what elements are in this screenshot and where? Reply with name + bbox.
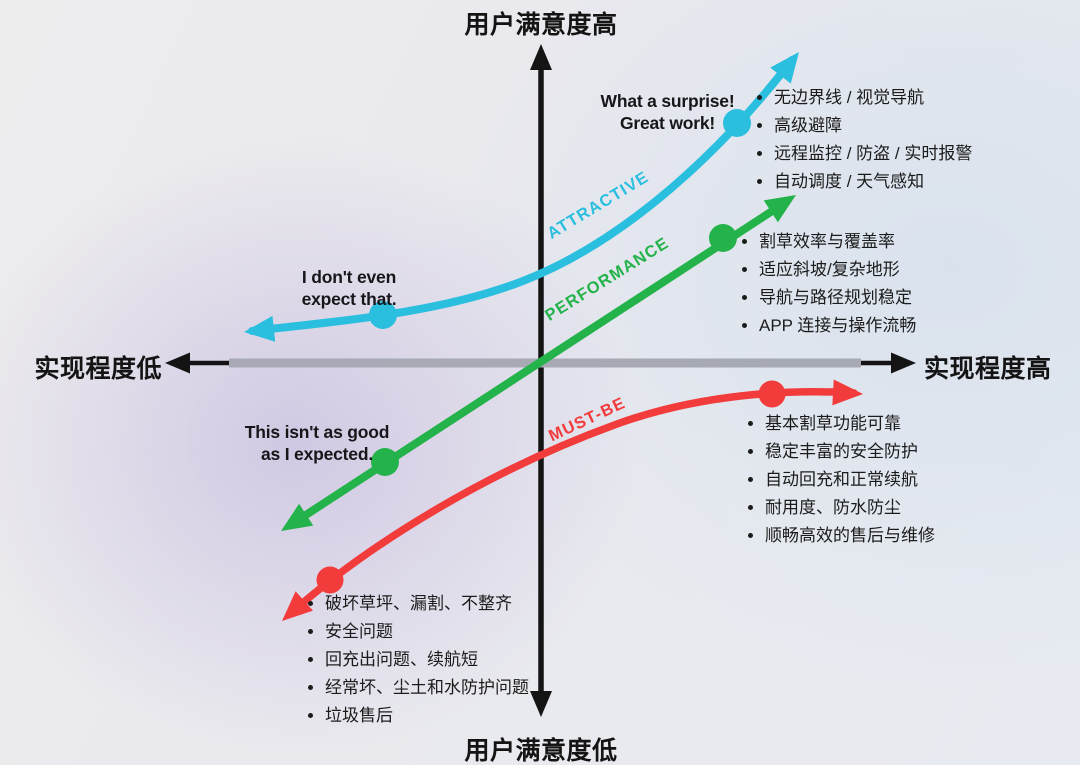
annotation-dont-expect-line1: I don't even [301,267,397,287]
attractive-curve [244,52,799,342]
axis-label-satisfaction-high: 用户满意度高 [464,11,618,39]
list-item: 经常坏、尘土和水防护问题 [325,674,529,702]
list-item: 安全问题 [325,618,529,646]
performance-start-arrow-icon [281,503,314,531]
list-item: 无边界线 / 视觉导航 [774,84,972,112]
annotation-dont-expect-line2: expect that. [301,289,397,309]
list-item: 自动调度 / 天气感知 [774,168,972,196]
list-item: 远程监控 / 防盗 / 实时报警 [774,140,972,168]
list-item: 垃圾售后 [325,702,529,730]
list-item: 顺畅高效的售后与维修 [765,522,935,550]
must-be-failure-list: 破坏草坪、漏割、不整齐 安全问题 回充出问题、续航短 经常坏、尘土和水防护问题 … [303,590,529,730]
must-be-end-arrow-icon [832,379,863,406]
performance-feature-list: 割草效率与覆盖率 适应斜坡/复杂地形 导航与路径规划稳定 APP 连接与操作流畅 [737,228,916,340]
attractive-low-point [369,301,397,329]
left-arrow-icon [165,352,190,374]
list-item: 适应斜坡/复杂地形 [759,256,916,284]
attractive-start-arrow-icon [244,315,276,342]
annotation-surprise-line2: Great work! [619,113,716,133]
performance-end-arrow-icon [763,195,796,223]
must-be-high-point [758,380,786,408]
list-item: 割草效率与覆盖率 [759,228,916,256]
performance-curve [281,195,796,531]
annotation-surprise-line1: What a surprise! [600,91,735,111]
annotation-not-as-good: This isn't as good as I expected. [227,421,407,465]
annotation-dont-expect: I don't even expect that. [259,266,439,310]
list-item: 耐用度、防水防尘 [765,494,935,522]
must-be-start-arrow-icon [282,591,313,621]
axis-label-satisfaction-low: 用户满意度低 [464,737,618,765]
list-item: 基本割草功能可靠 [765,410,935,438]
must-be-low-point [316,566,344,594]
performance-high-point [709,224,737,252]
list-item: 破坏草坪、漏割、不整齐 [325,590,529,618]
list-item: 回充出问题、续航短 [325,646,529,674]
annotation-not-as-good-line1: This isn't as good [244,422,390,442]
list-item: APP 连接与操作流畅 [759,312,916,340]
list-item: 高级避障 [774,112,972,140]
list-item: 稳定丰富的安全防护 [765,438,935,466]
axis-label-implementation-high: 实现程度高 [924,355,1052,383]
up-arrow-icon [530,44,552,70]
right-arrow-icon [891,352,916,374]
attractive-feature-list: 无边界线 / 视觉导航 高级避障 远程监控 / 防盗 / 实时报警 自动调度 /… [752,84,972,196]
annotation-not-as-good-line2: as I expected. [261,444,373,464]
attractive-end-arrow-icon [770,52,799,84]
performance-low-point [371,448,399,476]
annotation-surprise: What a surprise! Great work! [575,90,760,134]
must-be-feature-list: 基本割草功能可靠 稳定丰富的安全防护 自动回充和正常续航 耐用度、防水防尘 顺畅… [743,410,935,550]
attractive-high-point [723,109,751,137]
list-item: 自动回充和正常续航 [765,466,935,494]
must-be-curve [282,379,863,621]
down-arrow-icon [530,691,552,717]
axis-label-implementation-low: 实现程度低 [34,355,162,383]
list-item: 导航与路径规划稳定 [759,284,916,312]
attractive-curve-line [248,56,796,335]
